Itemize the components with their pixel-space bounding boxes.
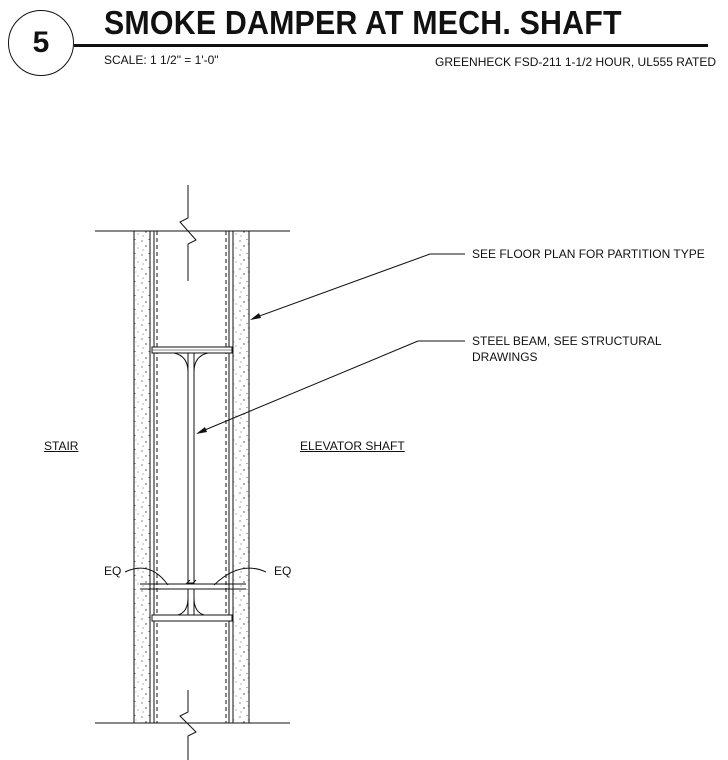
eq-label-left: EQ xyxy=(104,564,122,578)
partition-note: SEE FLOOR PLAN FOR PARTITION TYPE xyxy=(472,247,705,261)
partition-leader xyxy=(253,253,465,319)
detail-title: SMOKE DAMPER AT MECH. SHAFT xyxy=(104,4,622,41)
eq-dimension-right xyxy=(191,567,267,586)
eq-label-right: EQ xyxy=(274,564,292,578)
spec-note: GREENHECK FSD-211 1-1/2 HOUR, UL555 RATE… xyxy=(435,55,716,69)
beam-leader xyxy=(199,340,465,433)
eq-dimension-left xyxy=(124,567,191,586)
room-label-elevator-shaft: ELEVATOR SHAFT xyxy=(300,439,405,453)
beam-note-line2: DRAWINGS xyxy=(472,350,538,364)
title-underline xyxy=(74,44,708,47)
detail-number-bubble: 5 xyxy=(8,10,74,76)
scale-note: SCALE: 1 1/2" = 1'-0" xyxy=(104,53,219,67)
right-wall xyxy=(225,230,250,724)
steel-beam xyxy=(151,346,233,584)
bottom-cut-line xyxy=(95,690,290,760)
left-wall xyxy=(133,230,158,724)
room-label-stair: STAIR xyxy=(44,439,79,453)
damper-section xyxy=(140,583,246,622)
detail-number: 5 xyxy=(32,26,50,59)
top-cut-line xyxy=(95,185,290,281)
beam-note-line1: STEEL BEAM, SEE STRUCTURAL xyxy=(472,334,662,348)
beam-leader-arrow xyxy=(196,427,207,434)
partition-leader-arrow xyxy=(250,313,261,320)
